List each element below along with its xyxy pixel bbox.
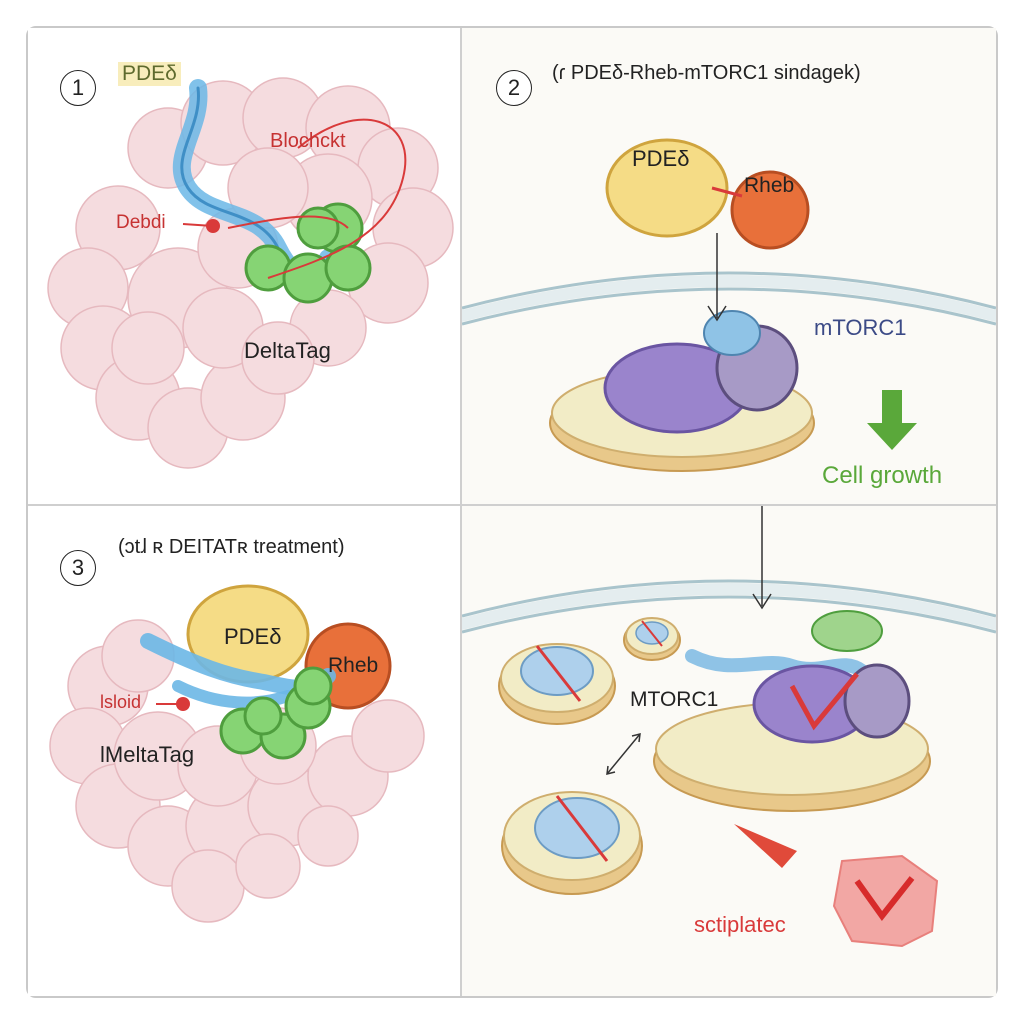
blue-ligand-chain bbox=[685, 649, 869, 678]
pdedelta-label: PDEδ bbox=[118, 62, 181, 86]
bound-label: lsloid bbox=[100, 692, 142, 712]
panel-1-pdedelta-binding: 1 PDEδ Blochckt Debdi DeltaTag bbox=[28, 28, 460, 504]
panel-2-signaling: 2 (ɾ PDEδ-Rheb-mTORC1 sindagek) PDEδ Rhe… bbox=[462, 28, 996, 504]
binding-point-dot bbox=[176, 697, 190, 711]
panel-3-title: (ɔtɺ ʀ DEITATʀ treatment) bbox=[118, 536, 345, 558]
panel-2-number: 2 bbox=[496, 70, 532, 106]
inhibited-disk-left bbox=[498, 643, 616, 725]
result-blob bbox=[832, 854, 939, 948]
panel-4-inhibition: MTORC1 sctiplatec bbox=[462, 506, 996, 996]
inhibition-mark bbox=[789, 672, 859, 731]
green-ligand bbox=[244, 202, 372, 304]
binding-point-dot bbox=[206, 219, 220, 233]
binding-site-outline bbox=[267, 118, 407, 279]
mtorc1-label: MTORC1 bbox=[630, 688, 719, 711]
panel-1-number: 1 bbox=[60, 70, 96, 106]
green-ligand bbox=[219, 666, 333, 760]
pdedelta-node bbox=[605, 138, 729, 238]
blocked-label: Blochckt bbox=[270, 130, 346, 152]
horizontal-divider bbox=[28, 504, 996, 506]
panel-1-illustration bbox=[47, 77, 454, 469]
panel-2-title: (ɾ PDEδ-Rheb-mTORC1 sindagek) bbox=[552, 62, 861, 84]
pdedelta-label: PDEδ bbox=[224, 624, 282, 649]
outcome-label: sctiplatec bbox=[694, 912, 786, 937]
panel-3-number: 3 bbox=[60, 550, 96, 586]
green-ligand bbox=[811, 610, 883, 652]
cell-membrane-outer bbox=[462, 579, 996, 618]
deltatag-label: DeltaTag bbox=[244, 338, 331, 363]
rheb-label: Rheb bbox=[744, 174, 795, 197]
mtorc1-label: mTORC1 bbox=[814, 315, 907, 340]
vertical-divider bbox=[460, 28, 462, 996]
deltatag-label: lMeltaTag bbox=[100, 742, 195, 767]
cell-membrane-outer bbox=[462, 271, 996, 310]
panel-3-illustration bbox=[49, 584, 425, 923]
inhibited-disk-small bbox=[623, 617, 681, 661]
cell-membrane-inner bbox=[462, 595, 996, 634]
panel-3-treatment: 3 (ɔtɺ ʀ DEITATʀ treatment) PDEδ Rheb ls… bbox=[28, 506, 460, 996]
inhibited-disk-bottom bbox=[501, 791, 643, 895]
pdedelta-label: PDEδ bbox=[632, 146, 690, 171]
rheb-node bbox=[730, 170, 810, 250]
result-check-icon bbox=[854, 876, 915, 921]
cell-growth-label: Cell growth bbox=[822, 462, 943, 489]
cell-membrane-inner bbox=[462, 287, 996, 326]
bound-label: Debdi bbox=[116, 212, 166, 233]
growth-arrow-icon bbox=[867, 390, 917, 450]
panel-4-illustration bbox=[462, 506, 996, 948]
result-arrow-icon bbox=[734, 824, 797, 868]
panel-2-illustration bbox=[462, 138, 996, 472]
rheb-label: Rheb bbox=[328, 654, 379, 677]
